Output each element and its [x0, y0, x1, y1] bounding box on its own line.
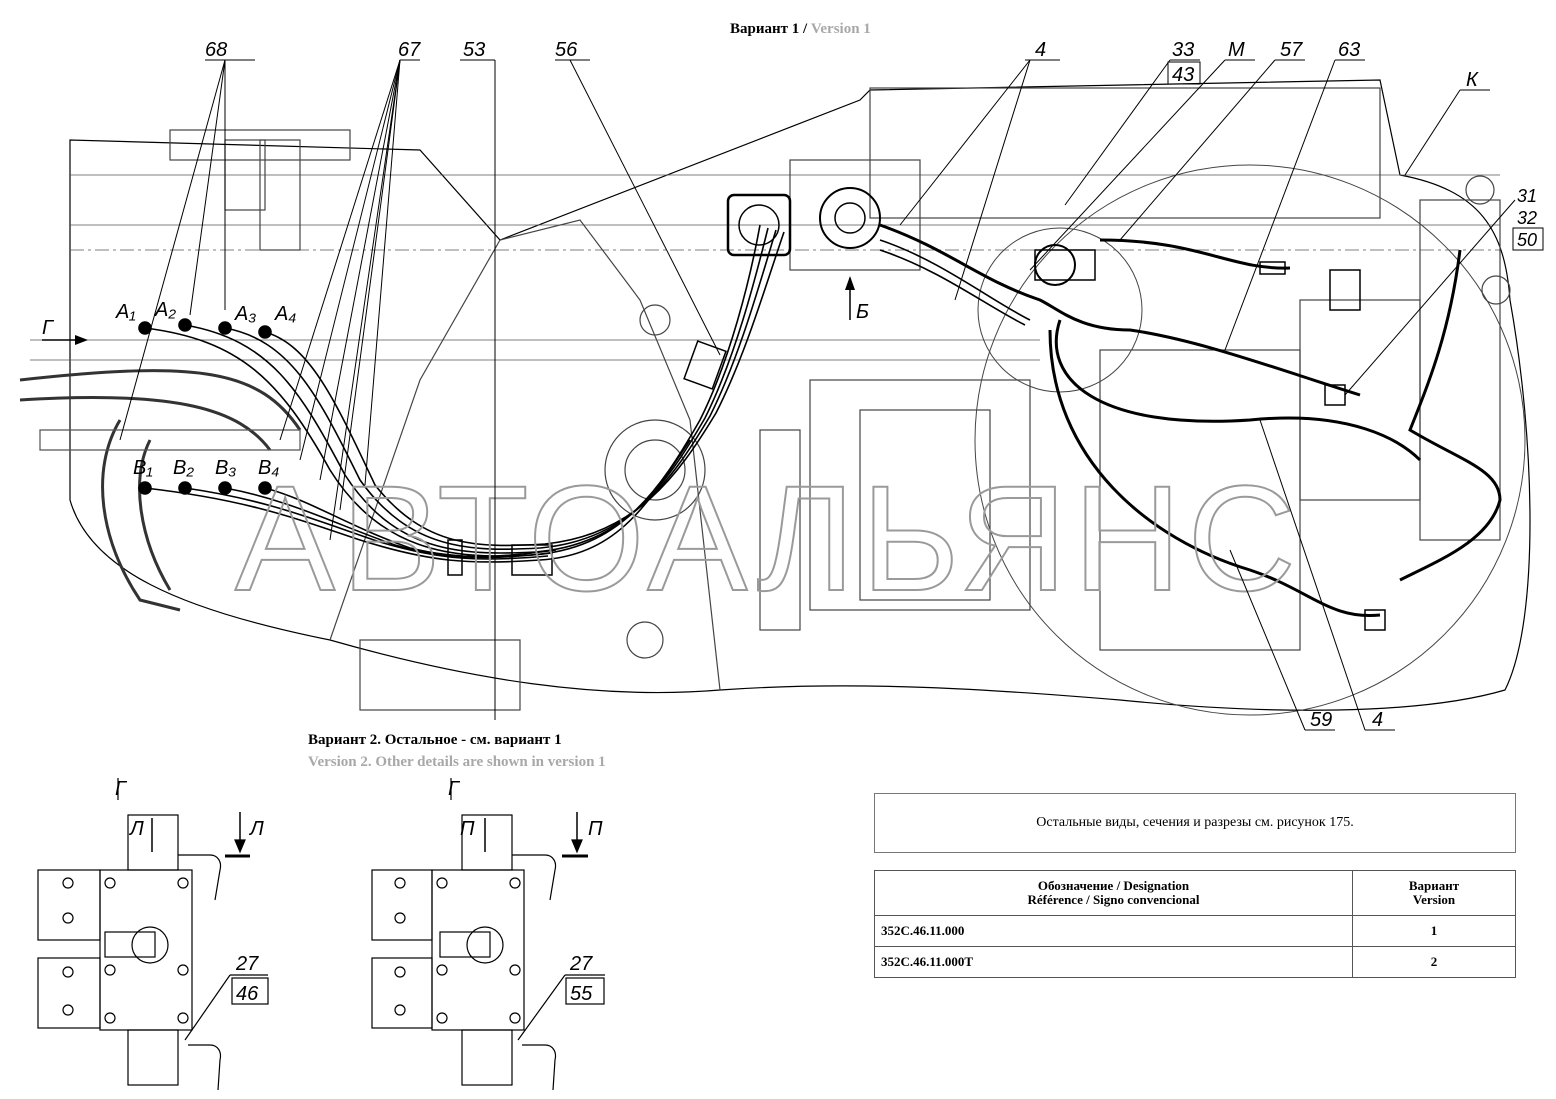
port-a3: A₃ [234, 303, 256, 325]
table-row: 352С.46.11.000Т 2 [874, 946, 1516, 978]
hose-bundle [138, 187, 1502, 631]
detail-right-p1: П [460, 818, 475, 840]
detail-right-g: Г [448, 778, 461, 800]
header-designation: Обозначение / Designation Référence / Si… [874, 870, 1353, 916]
port-a1: A₁ [115, 301, 136, 323]
callout-m: М [1228, 39, 1245, 61]
detail-left-l2: Л [248, 818, 264, 840]
callout-59: 59 [1310, 709, 1332, 731]
valve-unit [819, 187, 881, 249]
detail-circle-k [974, 164, 1526, 716]
callout-4-bottom: 4 [1372, 709, 1383, 731]
main-view [19, 79, 1531, 716]
callout-68: 68 [205, 39, 227, 61]
callout-31: 31 [1517, 186, 1537, 206]
leader-lines [119, 59, 1540, 731]
detail-view-right: Г П П 27 55 [371, 778, 605, 1091]
callout-33: 33 [1172, 39, 1194, 61]
designation-table: Обозначение / Designation Référence / Si… [874, 870, 1516, 978]
callout-4-top: 4 [1035, 39, 1046, 61]
row-version: 1 [1352, 915, 1516, 947]
callout-55: 55 [570, 983, 593, 1005]
watermark: АВТОАЛЬЯНС [235, 454, 1302, 622]
callout-57: 57 [1280, 39, 1303, 61]
detail-right-p2: П [588, 818, 603, 840]
callout-27-left: 27 [235, 953, 259, 975]
table-header-row: Обозначение / Designation Référence / Si… [874, 870, 1516, 916]
port-b4: B₄ [258, 457, 279, 479]
detail-view-left: Г Л Л 27 46 [37, 778, 269, 1091]
note-text: Остальные виды, сечения и разрезы см. ри… [1036, 815, 1354, 830]
callout-53: 53 [463, 39, 485, 61]
variant-2-title: Вариант 2. Остальное - см. вариант 1 [308, 732, 562, 748]
detail-circle-m [977, 227, 1143, 393]
note-box: Остальные виды, сечения и разрезы см. ри… [874, 793, 1516, 853]
detail-left-g: Г [115, 778, 128, 800]
table-row: 352С.46.11.000 1 [874, 915, 1516, 947]
view-label-g: Г [42, 317, 55, 339]
callout-43: 43 [1172, 64, 1194, 86]
port-b2: B₂ [173, 457, 194, 479]
row-version: 2 [1352, 946, 1516, 978]
port-a2: A₂ [154, 299, 176, 321]
variant-1-title-en: Version 1 [811, 21, 871, 37]
callout-27-right: 27 [569, 953, 593, 975]
row-designation: 352С.46.11.000 [874, 915, 1353, 947]
callout-56: 56 [555, 39, 578, 61]
callout-50: 50 [1517, 230, 1537, 250]
view-label-b: Б [856, 301, 869, 323]
callout-k: К [1466, 69, 1479, 91]
detail-left-l1: Л [128, 818, 144, 840]
port-b3: B₃ [215, 457, 236, 479]
callout-32: 32 [1517, 208, 1537, 228]
variant-2-title-en: Version 2. Other details are shown in ve… [308, 754, 606, 770]
port-b1: B₁ [133, 457, 153, 479]
header-version: Вариант Version [1352, 870, 1516, 916]
callout-63: 63 [1338, 39, 1360, 61]
port-a4: A₄ [274, 303, 296, 325]
callout-46: 46 [236, 983, 259, 1005]
variant-1-title: Вариант 1 / Version 1 [730, 21, 871, 37]
callout-67: 67 [398, 39, 421, 61]
row-designation: 352С.46.11.000Т [874, 946, 1353, 978]
distributor-block [726, 193, 792, 257]
